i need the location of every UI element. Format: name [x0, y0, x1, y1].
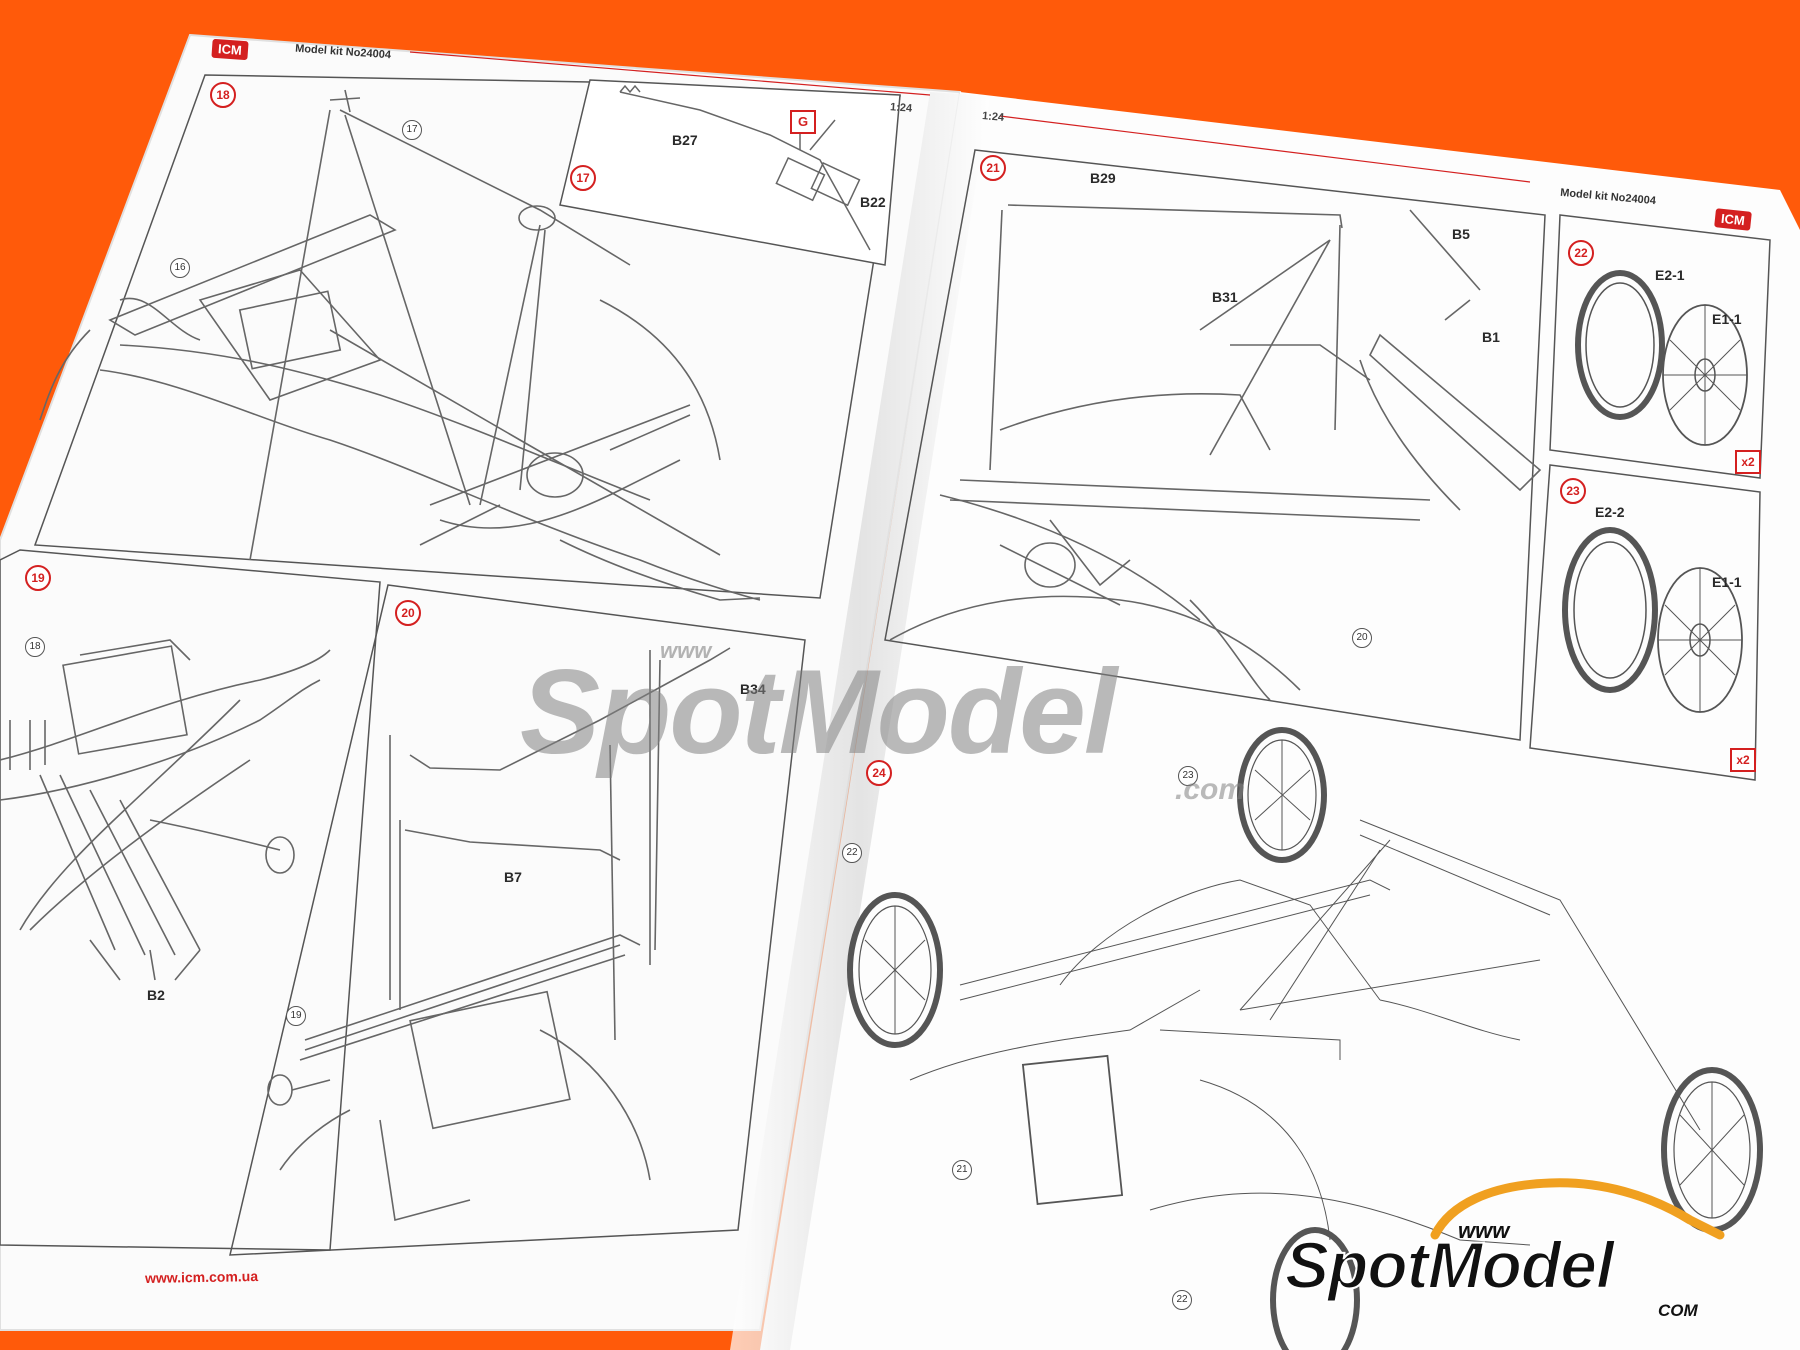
part-b5: B5	[1452, 226, 1470, 242]
step-17-group-g: G	[790, 110, 816, 134]
website-url: www.icm.com.ua	[144, 1268, 259, 1286]
drawing-step-20	[267, 647, 731, 1222]
step-23-badge: 23	[1560, 478, 1586, 504]
part-b31: B31	[1212, 289, 1238, 305]
panel-step-21	[884, 149, 1546, 741]
part-b7: B7	[504, 869, 522, 885]
panel-step-20	[229, 584, 806, 1256]
right-header-rule	[999, 115, 1531, 183]
step-21-badge: 21	[980, 155, 1006, 181]
drawing-step-22	[1575, 270, 1748, 446]
panel-step-19	[0, 549, 381, 1251]
spine-shadow	[730, 92, 990, 1350]
part-e2-2: E2-2	[1595, 504, 1625, 520]
part-b29: B29	[1090, 170, 1116, 186]
step-23-x2: x2	[1730, 748, 1756, 772]
watermark-corner-prefix: www	[1458, 1218, 1510, 1243]
step-18-ref-16: 16	[170, 258, 190, 278]
watermark-corner-brand: SpotModel	[1284, 1228, 1615, 1302]
step-24-ref-23: 23	[1178, 766, 1198, 786]
part-e1-1-a: E1-1	[1712, 311, 1742, 327]
panel-step-22	[1549, 214, 1771, 479]
left-scale: 1:24	[889, 101, 913, 115]
step-18-ref-17: 17	[402, 120, 422, 140]
panel-step-18	[33, 74, 901, 599]
part-b34: B34	[740, 681, 766, 697]
drawing-step-18	[39, 89, 761, 601]
part-e1-1-b: E1-1	[1712, 574, 1742, 590]
watermark-center-brand: SpotModel	[520, 645, 1117, 779]
step-18-badge: 18	[210, 82, 236, 108]
watermark-center-prefix: www	[660, 638, 712, 663]
panel-step-23	[1529, 464, 1761, 781]
drawing-step-17	[619, 84, 871, 251]
step-17-badge: 17	[570, 165, 596, 191]
left-header-rule	[409, 51, 931, 96]
watermark-car-outline-icon	[1430, 1178, 1725, 1240]
part-b22: B22	[860, 194, 886, 210]
step-19-badge: 19	[25, 565, 51, 591]
step-24-badge: 24	[866, 760, 892, 786]
step-24-ref-22-bottom: 22	[1172, 1290, 1192, 1310]
step-19-ref-18: 18	[25, 637, 45, 657]
step-21-ref-20: 20	[1352, 628, 1372, 648]
watermark-corner-suffix: COM	[1658, 1301, 1698, 1320]
part-e2-1: E2-1	[1655, 267, 1685, 283]
left-icm-logo: ICM	[211, 38, 249, 61]
right-icm-logo: ICM	[1714, 208, 1752, 231]
part-b27: B27	[672, 132, 698, 148]
right-scale: 1:24	[981, 110, 1005, 124]
part-b2: B2	[147, 987, 165, 1003]
right-page	[760, 92, 1800, 1350]
drawing-step-24	[847, 727, 1763, 1350]
drawing-step-21	[889, 204, 1542, 701]
step-22-badge: 22	[1568, 240, 1594, 266]
step-22-x2: x2	[1735, 450, 1761, 474]
step-24-ref-21: 21	[952, 1160, 972, 1180]
drawing-step-19	[0, 639, 331, 981]
drawing-step-23	[1562, 527, 1743, 713]
step-20-ref-19: 19	[286, 1006, 306, 1026]
step-24-ref-22-left: 22	[842, 843, 862, 863]
part-b1: B1	[1482, 329, 1500, 345]
step-20-badge: 20	[395, 600, 421, 626]
watermark-center-suffix: .com	[1175, 773, 1246, 806]
